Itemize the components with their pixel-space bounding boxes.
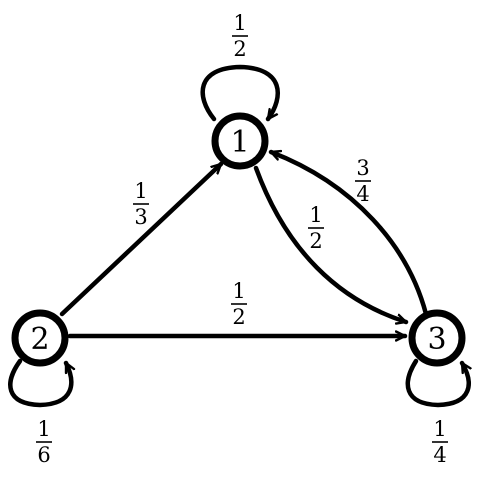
weight-loop-3: 1 4 — [432, 417, 448, 467]
edge-loop-3 — [405, 358, 469, 408]
weight-2-to-1: 1 3 — [133, 179, 149, 229]
weight-3-to-1: 3 4 — [355, 156, 371, 206]
weight-2-to-3: 1 2 — [231, 279, 247, 329]
node-1: 1 — [211, 112, 269, 170]
svg-text:1: 1 — [233, 11, 246, 35]
node-2-label: 2 — [30, 322, 49, 357]
edge-loop-2 — [8, 358, 71, 408]
node-3: 3 — [408, 309, 466, 367]
node-1-label: 1 — [230, 125, 249, 160]
svg-text:3: 3 — [356, 156, 369, 180]
svg-text:2: 2 — [232, 305, 245, 329]
svg-text:4: 4 — [356, 182, 369, 206]
svg-text:2: 2 — [309, 229, 322, 253]
svg-text:1: 1 — [433, 417, 446, 441]
svg-text:2: 2 — [233, 37, 246, 61]
node-2: 2 — [11, 309, 69, 367]
edge-2-to-1 — [59, 161, 224, 317]
svg-text:3: 3 — [134, 205, 147, 229]
weight-1-to-3: 1 2 — [308, 203, 324, 253]
weight-loop-2: 1 6 — [36, 417, 52, 467]
svg-text:6: 6 — [37, 443, 50, 467]
svg-text:4: 4 — [433, 443, 446, 467]
node-3-label: 3 — [427, 322, 446, 357]
svg-text:1: 1 — [232, 279, 245, 303]
edge-3-to-1 — [268, 149, 429, 317]
svg-text:1: 1 — [134, 179, 147, 203]
svg-text:1: 1 — [309, 203, 322, 227]
svg-text:1: 1 — [37, 417, 50, 441]
edge-1-to-3 — [253, 165, 409, 322]
weight-loop-1: 1 2 — [232, 11, 248, 61]
edge-loop-1 — [200, 64, 281, 122]
